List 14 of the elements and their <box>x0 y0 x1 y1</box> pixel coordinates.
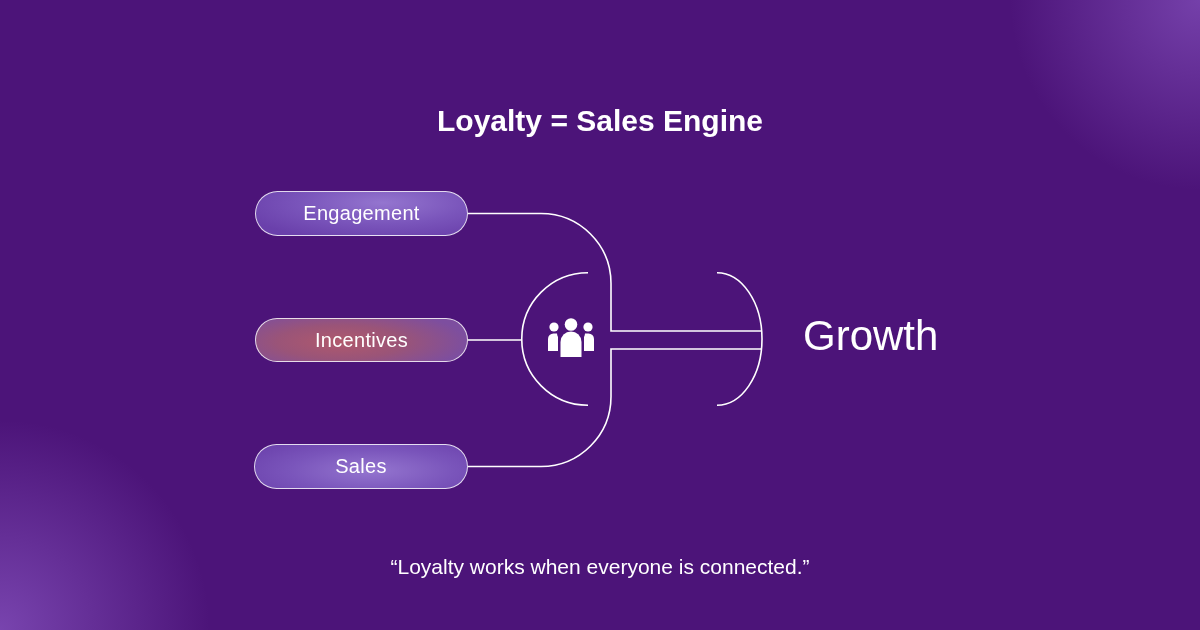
rounded-pill <box>254 444 468 489</box>
semicircle-outline <box>521 272 596 406</box>
pill-label: Incentives <box>314 328 409 352</box>
title: Loyalty = Sales Engine <box>437 104 763 138</box>
outcome-label: Growth <box>803 312 939 360</box>
pill-label: Sales <box>335 455 387 478</box>
connector-line <box>467 212 763 332</box>
rounded-pill <box>255 318 468 362</box>
connector-line <box>467 348 763 468</box>
rounded-pill <box>255 191 468 236</box>
bracket-arc <box>717 272 763 406</box>
connector-line <box>467 339 522 341</box>
pill-label: Engagement <box>303 202 420 225</box>
quote-caption: “Loyalty works when everyone is connected.” <box>390 555 810 579</box>
